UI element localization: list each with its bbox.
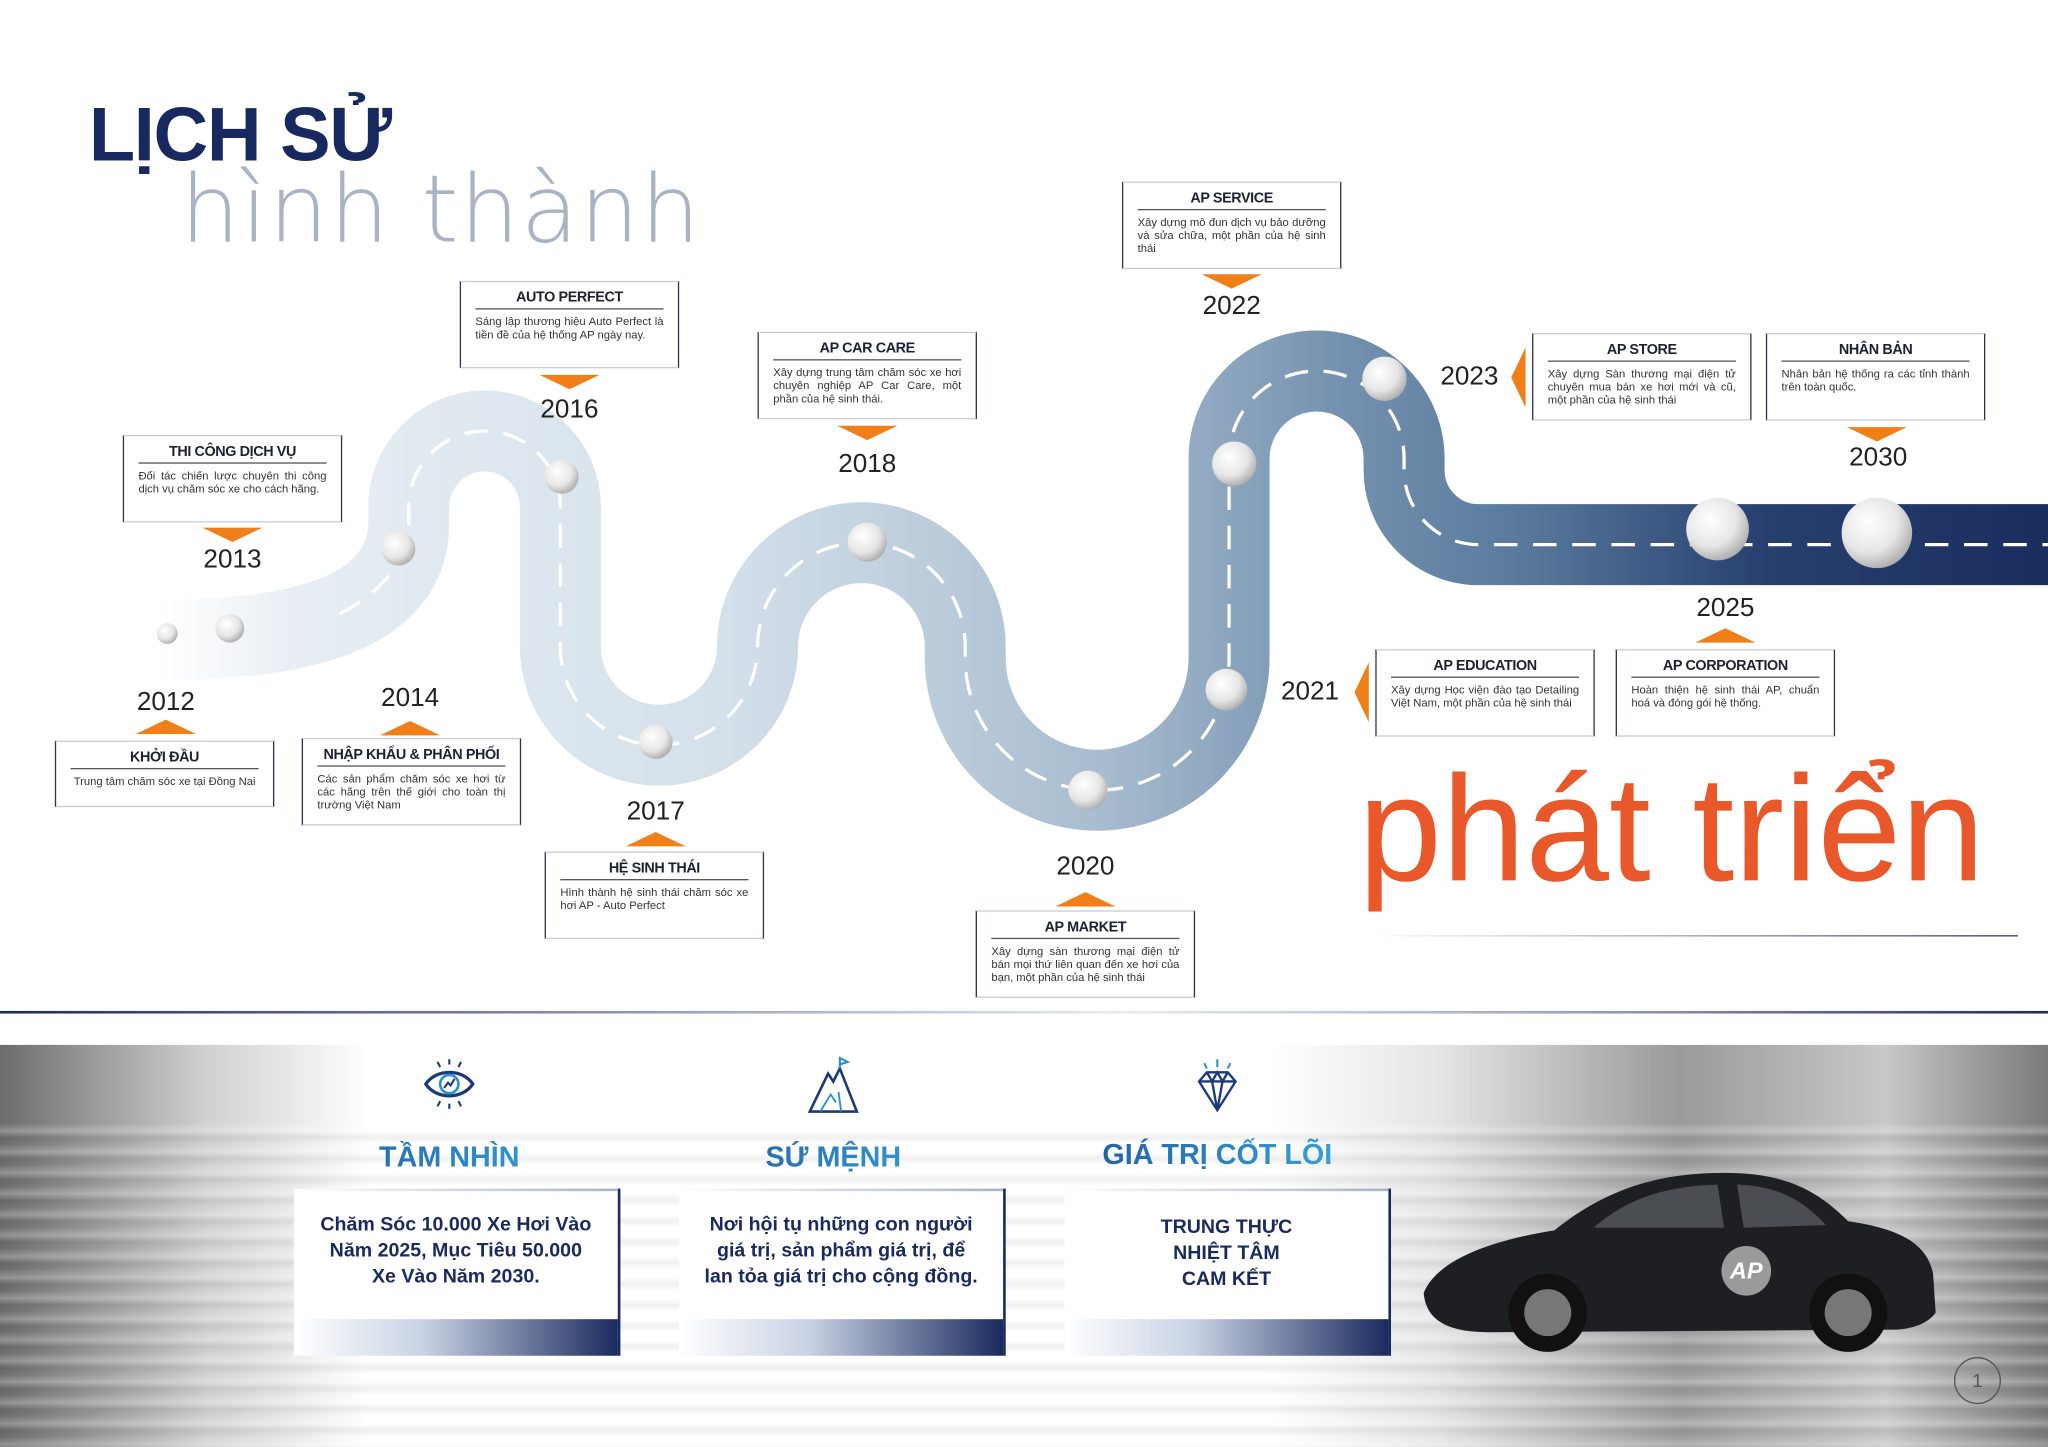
- year-label: 2021: [1280, 677, 1340, 706]
- vision-text: Chăm Sóc 10.000 Xe Hơi Vào Năm 2025, Mục…: [320, 1213, 592, 1288]
- core-values-card: TRUNG THỰC NHIỆT TÂM CAM KẾT: [1064, 1188, 1392, 1356]
- mountain-flag-icon: [807, 1056, 859, 1113]
- arrow-down-icon: [539, 374, 600, 390]
- milestone-desc: Sáng lập thương hiệu Auto Perfect là tiề…: [475, 314, 664, 341]
- arrow-left-icon: [1511, 347, 1526, 408]
- milestone-desc: Nhân bản hệ thống ra các tỉnh thành trên…: [1781, 367, 1970, 394]
- milestone-title: AP STORE: [1547, 342, 1736, 362]
- ball-marker: [1362, 356, 1407, 401]
- subtitle-underline: [1364, 935, 2018, 937]
- ball-marker: [1205, 668, 1248, 711]
- year-label: 2025: [1696, 593, 1755, 623]
- milestone-desc: Xây dựng Sàn thương mại điện tử chuyên m…: [1547, 367, 1736, 407]
- ball-marker: [1686, 497, 1749, 561]
- milestone-desc: Hoàn thiện hệ sinh thái AP, chuẩn hoá và…: [1631, 683, 1820, 710]
- core-values-title: GIÁ TRỊ CỐT LÕI: [1021, 1138, 1413, 1172]
- milestone-desc: Xây dựng mô đun dịch vụ bảo dưỡng và sửa…: [1137, 215, 1326, 255]
- arrow-up-icon: [380, 720, 441, 736]
- core-value-item: CAM KẾT: [1181, 1268, 1272, 1291]
- ball-marker: [215, 613, 245, 643]
- milestone-desc: Trung tâm chăm sóc xe tại Đồng Nai: [73, 774, 256, 788]
- core-value-item: NHIỆT TÂM: [1173, 1242, 1280, 1265]
- car-image: [1423, 1172, 1936, 1352]
- vision-title: TẦM NHÌN: [253, 1140, 645, 1174]
- year-label: 2013: [203, 545, 262, 575]
- milestone-card: AP STORE Xây dựng Sàn thương mại điện tử…: [1532, 333, 1752, 421]
- milestone-title: AP CORPORATION: [1631, 658, 1820, 678]
- year-label: 2012: [136, 687, 195, 717]
- page-number: 1: [1953, 1357, 2001, 1405]
- arrow-left-icon: [1354, 662, 1369, 723]
- year-label: 2018: [838, 449, 897, 479]
- ball-marker: [156, 623, 178, 644]
- section-divider: [0, 1010, 2048, 1014]
- milestone-desc: Hình thành hệ sinh thái chăm sóc xe hơi …: [560, 885, 749, 912]
- year-label: 2016: [540, 395, 599, 424]
- milestone-desc: Xây dựng sàn thương mại điện tử bán mọi …: [991, 944, 1180, 984]
- page-title: LỊCH SỬ: [88, 92, 392, 178]
- milestone-title: THI CÔNG DỊCH VỤ: [138, 444, 327, 464]
- year-label: 2030: [1849, 443, 1908, 473]
- milestone-title: AP SERVICE: [1137, 191, 1326, 211]
- milestone-card: AUTO PERFECT Sáng lập thương hiệu Auto P…: [459, 280, 680, 369]
- milestone-desc: Xây dựng trung tâm chăm sóc xe hơi chuyê…: [773, 365, 962, 405]
- milestone-title: KHỞI ĐẦU: [70, 750, 259, 770]
- milestone-title: AP CAR CARE: [773, 341, 962, 361]
- ball-marker: [1841, 497, 1913, 569]
- ball-marker: [1068, 770, 1108, 810]
- arrow-up-icon: [135, 719, 196, 735]
- year-label: 2014: [381, 683, 440, 713]
- milestone-title: AP EDUCATION: [1391, 658, 1580, 678]
- milestone-card: AP EDUCATION Xây dựng Học viện đào tạo D…: [1375, 649, 1595, 737]
- core-value-item: TRUNG THỰC: [1160, 1215, 1293, 1239]
- mission-text: Nơi hội tụ những con người giá trị, sản …: [704, 1213, 978, 1288]
- arrow-up-icon: [1055, 892, 1116, 907]
- eye-icon: [423, 1059, 475, 1109]
- year-label: 2020: [1056, 852, 1115, 881]
- year-label: 2022: [1202, 291, 1261, 321]
- milestone-card: AP MARKET Xây dựng sàn thương mại điện t…: [975, 910, 1196, 998]
- milestone-title: AP MARKET: [991, 920, 1180, 940]
- milestone-title: NHÂN BẢN: [1781, 342, 1970, 362]
- milestone-desc: Xây dựng Học viện đào tạo Detailing Việt…: [1391, 683, 1580, 710]
- timeline-road: [156, 330, 2048, 831]
- diamond-icon: [1197, 1059, 1238, 1113]
- ball-marker: [638, 724, 673, 759]
- milestone-desc: Đối tác chiến lược chuyên thi công dịch …: [138, 468, 327, 496]
- arrow-up-icon: [1695, 628, 1756, 643]
- arrow-down-icon: [837, 425, 898, 441]
- milestone-card: NHẬP KHẨU & PHÂN PHỐI Các sản phẩm chăm …: [301, 737, 522, 826]
- milestone-card: THI CÔNG DỊCH VỤ Đối tác chiến lược chuy…: [122, 434, 343, 523]
- arrow-down-icon: [1846, 427, 1907, 442]
- mission-title: SỨ MỆNH: [637, 1140, 1029, 1174]
- milestone-card: KHỞI ĐẦU Trung tâm chăm sóc xe tại Đồng …: [54, 740, 275, 808]
- arrow-down-icon: [1201, 274, 1262, 289]
- milestone-card: AP CORPORATION Hoàn thiện hệ sinh thái A…: [1615, 649, 1836, 737]
- milestone-title: NHẬP KHẨU & PHÂN PHỐI: [317, 747, 506, 767]
- ball-marker: [847, 522, 887, 562]
- page-subtitle: phát triển: [1358, 745, 1985, 913]
- milestone-desc: Các sản phẩm chăm sóc xe hơi từ các hãng…: [317, 771, 506, 812]
- milestone-card: AP SERVICE Xây dựng mô đun dịch vụ bảo d…: [1121, 181, 1342, 270]
- mission-card: Nơi hội tụ những con người giá trị, sản …: [679, 1188, 1006, 1356]
- page-title-sub: hình thành: [180, 154, 702, 264]
- vision-card: Chăm Sóc 10.000 Xe Hơi Vào Năm 2025, Mục…: [293, 1188, 621, 1356]
- year-label: 2023: [1440, 362, 1499, 392]
- arrow-up-icon: [625, 831, 686, 847]
- ap-logo: AP: [1721, 1246, 1772, 1296]
- year-label: 2017: [626, 797, 685, 827]
- ball-marker: [1212, 441, 1257, 486]
- milestone-card: NHÂN BẢN Nhân bản hệ thống ra các tỉnh t…: [1765, 333, 1986, 421]
- ball-marker: [544, 459, 579, 494]
- milestone-card: AP CAR CARE Xây dựng trung tâm chăm sóc …: [757, 331, 977, 420]
- milestone-card: HỆ SINH THÁI Hình thành hệ sinh thái chă…: [544, 851, 765, 940]
- milestone-title: AUTO PERFECT: [475, 290, 664, 310]
- arrow-down-icon: [202, 527, 263, 543]
- milestone-title: HỆ SINH THÁI: [560, 861, 749, 881]
- ball-marker: [381, 531, 416, 566]
- milestone-balls: [156, 356, 1913, 810]
